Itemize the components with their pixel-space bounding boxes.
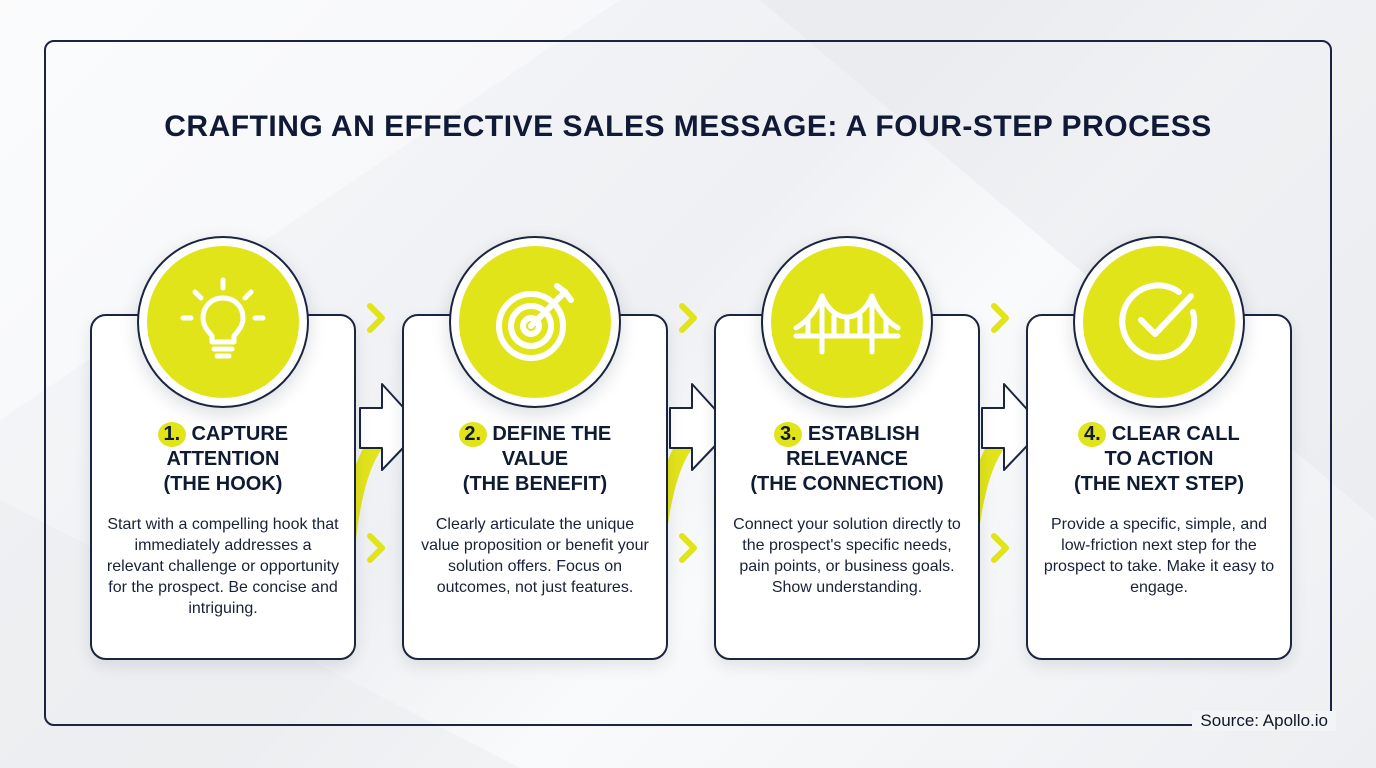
step-title-line: VALUE bbox=[501, 448, 569, 470]
step-icon-circle-4 bbox=[1073, 236, 1245, 408]
step-title: 1. CAPTURE ATTENTION (THE HOOK) bbox=[92, 422, 354, 497]
checkmark-icon bbox=[1119, 282, 1198, 361]
step-title: 4. CLEAR CALL TO ACTION (THE NEXT STEP) bbox=[1028, 422, 1290, 497]
step-description: Start with a compelling hook that immedi… bbox=[106, 516, 340, 617]
target-icon bbox=[496, 283, 574, 361]
step-description: Connect your solution directly to the pr… bbox=[733, 516, 961, 596]
chevron-right-icon bbox=[991, 533, 1009, 563]
step-number: 4. bbox=[1078, 422, 1107, 447]
chevron-right-icon bbox=[991, 303, 1009, 333]
step-title-line: RELEVANCE bbox=[786, 448, 908, 470]
step-icon-circle-3 bbox=[761, 236, 933, 408]
lightbulb-icon bbox=[180, 277, 266, 359]
step-title: 2. DEFINE THE VALUE (THE BENEFIT) bbox=[404, 422, 666, 497]
chevron-right-icon bbox=[367, 303, 385, 333]
chevron-right-icon bbox=[679, 303, 697, 333]
step-title-line: (THE HOOK) bbox=[163, 473, 283, 495]
page-title: CRAFTING AN EFFECTIVE SALES MESSAGE: A F… bbox=[164, 110, 1212, 143]
step-title-line: (THE NEXT STEP) bbox=[1073, 473, 1244, 495]
bridge-icon bbox=[793, 293, 901, 355]
step-title-line: (THE BENEFIT) bbox=[462, 473, 608, 495]
step-number: 3. bbox=[774, 422, 803, 447]
step-title-line: DEFINE THE bbox=[492, 423, 612, 445]
step-title-line: TO ACTION bbox=[1104, 448, 1214, 470]
step-title: 3. ESTABLISH RELEVANCE (THE CONNECTION) bbox=[716, 422, 978, 497]
step-icon-circle-1 bbox=[137, 236, 309, 408]
step-title-line: (THE CONNECTION) bbox=[750, 473, 944, 495]
step-title-line: CLEAR CALL bbox=[1111, 423, 1240, 445]
step-description: Provide a specific, simple, and low-fric… bbox=[1043, 516, 1275, 596]
step-title-line: CAPTURE bbox=[191, 423, 289, 445]
chevron-right-icon bbox=[367, 533, 385, 563]
infographic-frame bbox=[44, 40, 1332, 726]
step-title-line: ESTABLISH bbox=[807, 423, 920, 445]
step-number: 2. bbox=[458, 422, 487, 447]
step-number: 1. bbox=[157, 422, 186, 447]
chevron-right-icon bbox=[679, 533, 697, 563]
step-icon-circle-2 bbox=[449, 236, 621, 408]
step-description: Clearly articulate the unique value prop… bbox=[421, 516, 649, 596]
source-caption: Source: Apollo.io bbox=[1192, 711, 1336, 731]
step-title-line: ATTENTION bbox=[166, 448, 280, 470]
